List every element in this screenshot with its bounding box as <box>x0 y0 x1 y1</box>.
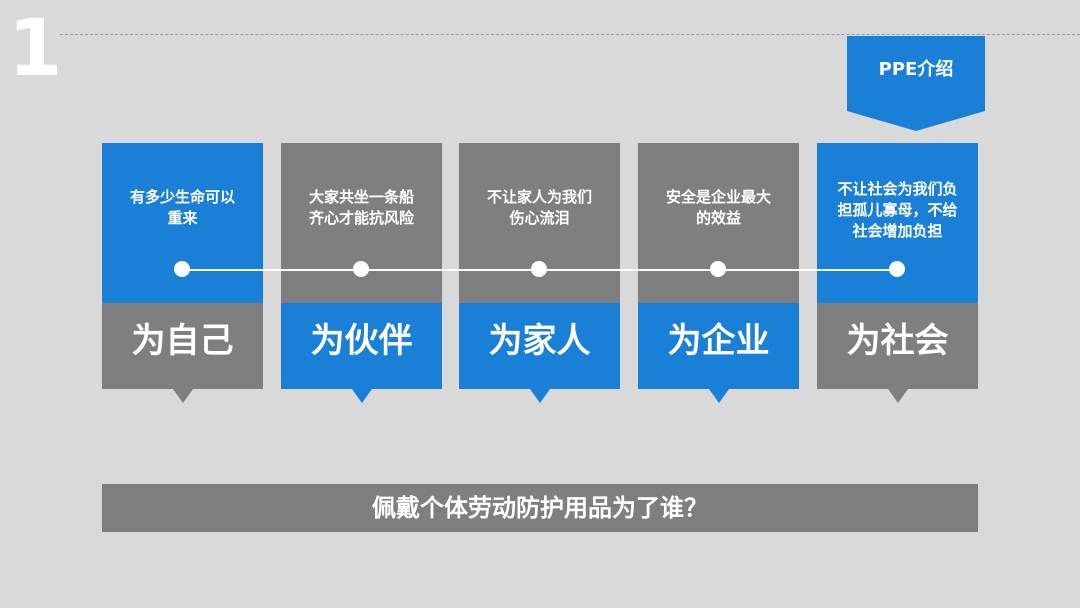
question-text: 佩戴个体劳动防护用品为了谁？ <box>372 494 708 522</box>
card-top: 有多少生命可以 重来 <box>102 143 263 303</box>
card-pointer <box>352 389 372 403</box>
badge-shape <box>847 36 985 131</box>
card-top: 不让家人为我们 伤心流泪 <box>459 143 620 303</box>
card-family: 不让家人为我们 伤心流泪 为家人 <box>459 143 620 406</box>
card-bottom: 为伙伴 <box>281 303 442 389</box>
question-banner: 佩戴个体劳动防护用品为了谁？ <box>102 484 978 532</box>
card-top: 大家共坐一条船 齐心才能抗风险 <box>281 143 442 303</box>
card-description: 不让家人为我们 伤心流泪 <box>486 188 592 227</box>
badge-label: PPE介绍 <box>878 59 954 80</box>
card-bottom: 为企业 <box>638 303 799 389</box>
card-top: 不让社会为我们负 担孤儿寡母，不给 社会增加负担 <box>817 143 978 303</box>
header-divider <box>60 34 1080 35</box>
timeline-dot <box>889 261 905 277</box>
card-society: 不让社会为我们负 担孤儿寡母，不给 社会增加负担 为社会 <box>817 143 978 406</box>
card-partner: 大家共坐一条船 齐心才能抗风险 为伙伴 <box>281 143 442 406</box>
card-pointer <box>173 389 193 403</box>
slide-number: 1 <box>8 4 63 94</box>
timeline-dot <box>531 261 547 277</box>
card-self: 有多少生命可以 重来 为自己 <box>102 143 263 406</box>
timeline-dot <box>710 261 726 277</box>
card-description: 大家共坐一条船 齐心才能抗风险 <box>308 188 414 227</box>
timeline-dot <box>174 261 190 277</box>
card-bottom: 为社会 <box>817 303 978 389</box>
card-pointer <box>530 389 550 403</box>
card-title: 为家人 <box>488 321 591 361</box>
card-description: 安全是企业最大 的效益 <box>665 188 771 227</box>
timeline-dot <box>353 261 369 277</box>
card-enterprise: 安全是企业最大 的效益 为企业 <box>638 143 799 406</box>
card-description: 有多少生命可以 重来 <box>129 188 235 227</box>
card-pointer <box>888 389 908 403</box>
card-title: 为伙伴 <box>310 321 413 361</box>
card-bottom: 为自己 <box>102 303 263 389</box>
card-description: 不让社会为我们负 担孤儿寡母，不给 社会增加负担 <box>837 180 958 240</box>
card-top: 安全是企业最大 的效益 <box>638 143 799 303</box>
card-title: 为社会 <box>846 321 949 361</box>
card-title: 为自己 <box>131 321 234 361</box>
card-pointer <box>709 389 729 403</box>
section-badge: PPE介绍 <box>847 36 985 131</box>
card-bottom: 为家人 <box>459 303 620 389</box>
card-title: 为企业 <box>667 321 770 361</box>
